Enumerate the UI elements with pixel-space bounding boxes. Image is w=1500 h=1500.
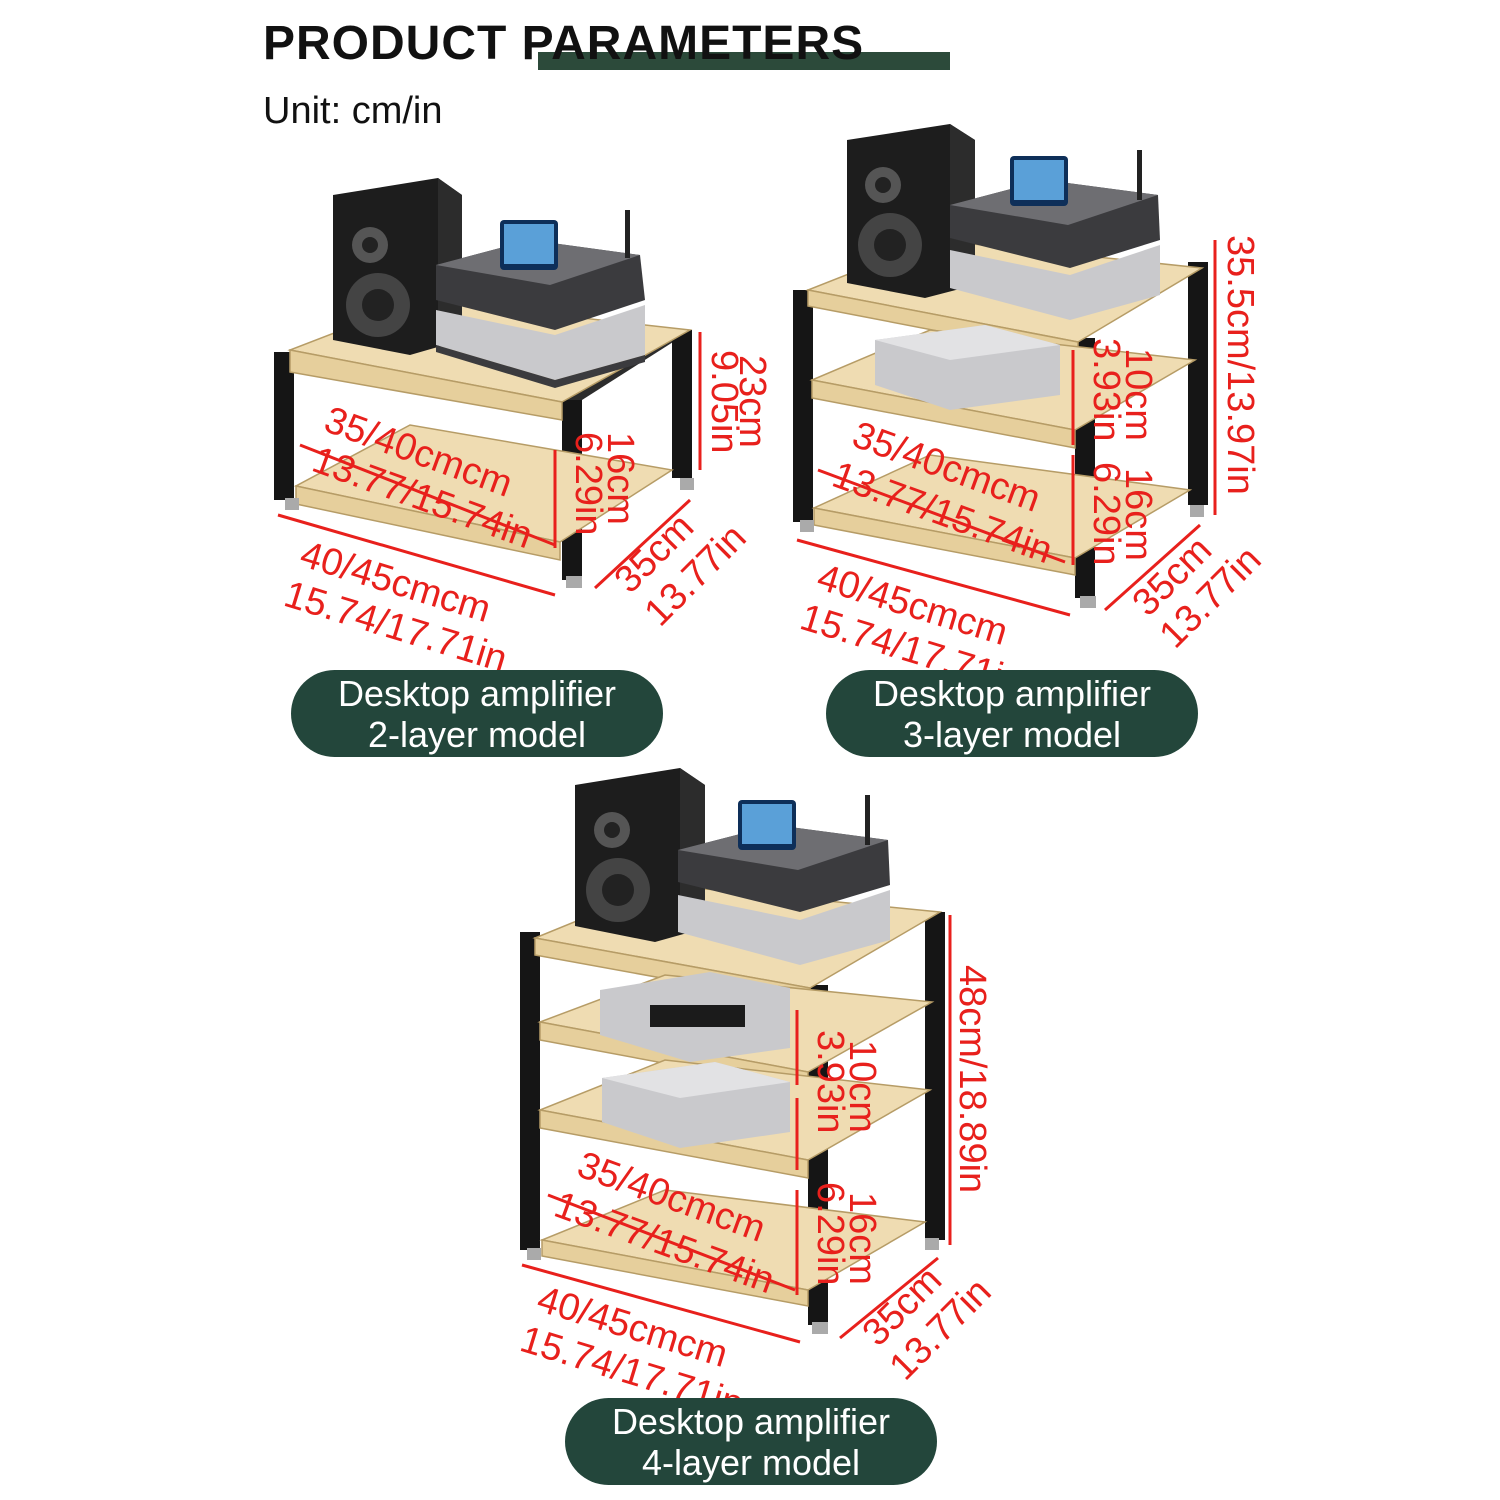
dims-4-layer: 35/40cmcm 13.77/15.74in 40/45cmcm 15.74/… bbox=[515, 915, 1000, 1426]
header: PRODUCT PARAMETERS Unit: cm/in bbox=[0, 0, 1500, 160]
model-label-2-line1: Desktop amplifier bbox=[337, 672, 617, 714]
speaker-icon bbox=[847, 124, 975, 298]
dim-4-gap-in: 6.29in bbox=[809, 1182, 851, 1286]
model-label-4-layer: Desktop amplifier 4-layer model bbox=[565, 1398, 937, 1485]
rack-4-layer bbox=[520, 768, 945, 1334]
dim-4-gap: 16cm bbox=[841, 1192, 883, 1285]
model-label-3-line1: Desktop amplifier bbox=[872, 672, 1152, 714]
model-label-2-line2: 2-layer model bbox=[367, 713, 587, 755]
cd-player-icon bbox=[602, 1062, 790, 1148]
dim-4-gap-top-in: 3.93in bbox=[809, 1030, 851, 1134]
unit-label: Unit: cm/in bbox=[263, 90, 443, 132]
rack-2-layer bbox=[274, 178, 694, 588]
model-label-2-layer: Desktop amplifier 2-layer model bbox=[291, 670, 663, 757]
dim-2-height: 23cm bbox=[731, 355, 773, 448]
dvd-player-icon bbox=[600, 972, 790, 1062]
model-label-4-line2: 4-layer model bbox=[641, 1441, 861, 1483]
dim-3-gap: 16cm bbox=[1117, 468, 1159, 561]
cd-player-icon bbox=[875, 325, 1060, 410]
dim-3-gap-in: 6.29in bbox=[1085, 462, 1127, 566]
dim-4-height: 48cm/18.89in bbox=[951, 965, 993, 1193]
rack-3-layer bbox=[793, 124, 1208, 608]
amplifier-icon bbox=[678, 795, 890, 965]
model-label-3-line2: 3-layer model bbox=[902, 713, 1122, 755]
amplifier-icon bbox=[436, 210, 645, 388]
dim-3-gap-top-in: 3.93in bbox=[1085, 338, 1127, 442]
dim-2-gap: 16cm bbox=[599, 432, 641, 525]
dim-3-gap-top: 10cm bbox=[1117, 348, 1159, 441]
dim-4-gap-top: 10cm bbox=[841, 1040, 883, 1133]
title-underline-bar bbox=[538, 52, 950, 70]
dim-2-height-in: 9.05in bbox=[703, 350, 745, 454]
model-label-4-line1: Desktop amplifier bbox=[611, 1400, 891, 1442]
dim-2-gap-in: 6.29in bbox=[567, 432, 609, 536]
page-title: PRODUCT PARAMETERS bbox=[263, 17, 865, 70]
amplifier-icon bbox=[950, 150, 1160, 320]
speaker-icon bbox=[575, 768, 705, 942]
model-label-3-layer: Desktop amplifier 3-layer model bbox=[826, 670, 1198, 757]
dim-3-height: 35.5cm/13.97in bbox=[1219, 235, 1261, 495]
